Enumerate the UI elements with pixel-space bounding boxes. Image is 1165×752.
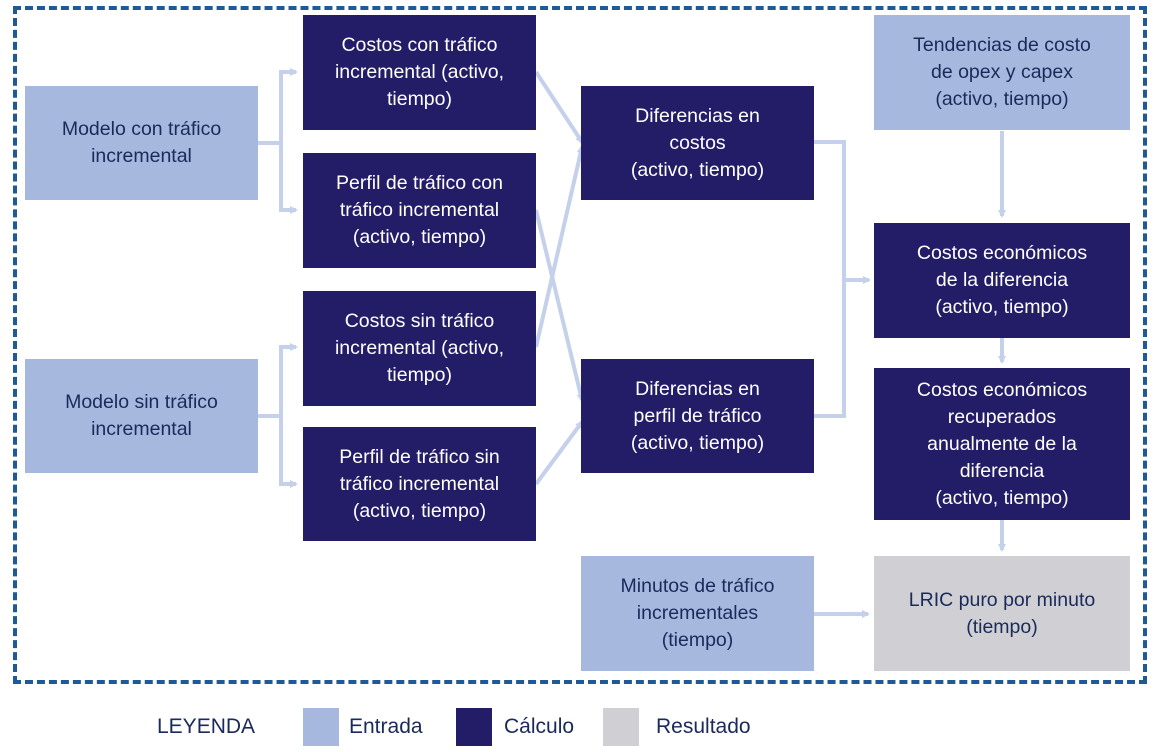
legend-label-calculo: Cálculo: [504, 715, 575, 738]
node-modelo-sin: Modelo sin tráfico incremental: [25, 359, 258, 473]
legend-label-entrada: Entrada: [349, 715, 423, 738]
diagram-frame: [13, 6, 1147, 684]
arrow-costos-con-dif-costos: [534, 70, 584, 144]
node-perfil-con: Perfil de tráfico con tráfico incrementa…: [303, 153, 536, 268]
node-costos-sin: Costos sin tráfico incremental (activo, …: [303, 291, 536, 406]
arrow-modelo-con-costos-con: [258, 68, 298, 145]
node-costos-econ: Costos económicos de la diferencia (acti…: [874, 223, 1130, 338]
node-minutos: Minutos de tráfico incrementales (tiempo…: [581, 556, 814, 671]
arrow-perfil-sin-dif-perfil: [534, 420, 584, 486]
arrow-modelo-sin-costos-sin: [258, 343, 298, 418]
arrow-dif-perfil-costos-econ: [814, 280, 846, 418]
arrow-costos-sin-dif-costos: [534, 145, 585, 348]
node-modelo-con: Modelo con tráfico incremental: [25, 86, 258, 200]
arrow-perfil-con-dif-perfil: [534, 209, 585, 402]
node-lric: LRIC puro por minuto (tiempo): [874, 556, 1130, 671]
legend-swatch-resultado: [603, 708, 639, 746]
node-costos-recup: Costos económicos recuperados anualmente…: [874, 368, 1130, 520]
node-dif-costos: Diferencias en costos (activo, tiempo): [581, 86, 814, 200]
legend-label-resultado: Resultado: [656, 715, 751, 738]
legend-swatch-calculo: [456, 708, 492, 746]
arrow-modelo-sin-perfil-sin: [279, 416, 298, 488]
arrow-dif-costos-costos-econ: [814, 140, 871, 284]
arrow-modelo-con-perfil-con: [279, 143, 298, 214]
node-costos-con: Costos con tráfico incremental (activo, …: [303, 15, 536, 130]
node-tendencias: Tendencias de costo de opex y capex (act…: [874, 15, 1130, 130]
node-dif-perfil: Diferencias en perfil de tráfico (activo…: [581, 359, 814, 473]
node-perfil-sin: Perfil de tráfico sin tráfico incrementa…: [303, 427, 536, 541]
legend-title: LEYENDA: [157, 715, 256, 738]
legend-swatch-entrada: [303, 708, 339, 746]
